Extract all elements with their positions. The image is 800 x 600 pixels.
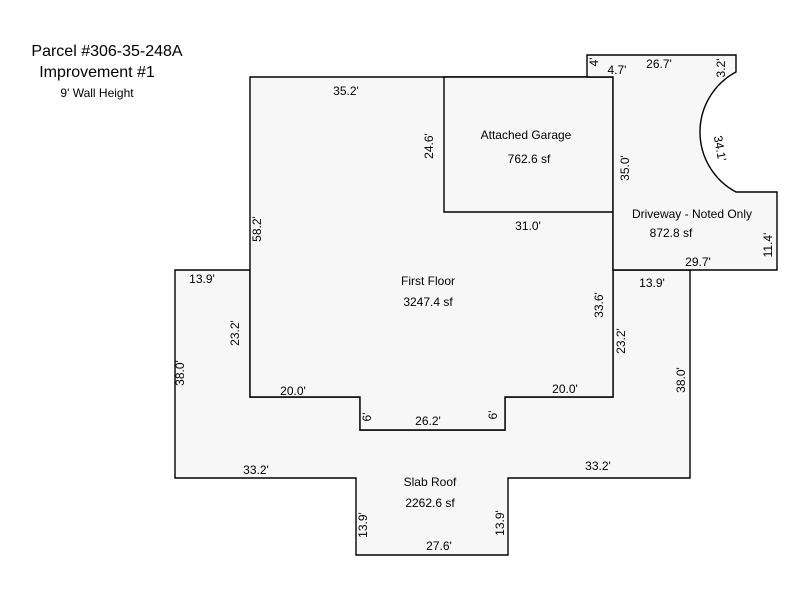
dim-drive-29-7: 29.7' xyxy=(685,255,711,269)
dim-ff-bottom-right: 20.0' xyxy=(552,382,578,396)
dim-ff-notch-left: 6' xyxy=(360,413,374,422)
dim-garage-bottom: 31.0' xyxy=(515,219,541,233)
slab-roof-area: 2262.6 sf xyxy=(405,496,455,510)
dim-garage-left: 24.6' xyxy=(422,133,436,159)
dim-slab-inner-left: 23.2' xyxy=(228,320,242,346)
dim-slab-bottom: 27.6' xyxy=(426,539,452,553)
dim-ff-right: 33.6' xyxy=(592,292,606,318)
first-floor-area: 3247.4 sf xyxy=(403,295,453,309)
slab-roof-name: Slab Roof xyxy=(404,475,457,489)
dim-drive-11-4: 11.4' xyxy=(761,233,775,258)
dim-slab-inner-right: 23.2' xyxy=(614,328,628,354)
dim-slab-stem-right: 13.9' xyxy=(493,510,507,536)
dim-ff-bottom-left: 20.0' xyxy=(280,384,306,398)
dim-slab-stem-left: 13.9' xyxy=(356,512,370,538)
dim-drive-arc: 34.1' xyxy=(711,134,729,162)
garage-area: 762.6 sf xyxy=(508,152,551,166)
driveway-area: 872.8 sf xyxy=(650,226,693,240)
driveway-name: Driveway - Noted Only xyxy=(632,207,752,221)
dim-garage-right: 35.0' xyxy=(618,155,632,181)
dim-drive-4: 4' xyxy=(587,58,601,67)
dim-ff-top: 35.2' xyxy=(333,84,359,98)
first-floor-name: First Floor xyxy=(401,274,455,288)
dim-ff-notch-right: 6' xyxy=(486,411,500,420)
dim-slab-top-right: 13.9' xyxy=(639,276,665,290)
driveway-outline[interactable] xyxy=(586,54,778,271)
dim-ff-bottom: 26.2' xyxy=(415,414,441,428)
dim-slab-left: 38.0' xyxy=(173,360,187,386)
improvement-title: Improvement #1 xyxy=(39,64,155,81)
dim-drive-4-7: 4.7' xyxy=(608,63,627,77)
attached-garage-outline[interactable] xyxy=(443,76,614,213)
garage-name: Attached Garage xyxy=(481,128,572,142)
dim-slab-top-left: 13.9' xyxy=(189,272,215,286)
dim-ff-left: 58.2' xyxy=(250,216,264,242)
wall-height-label: 9' Wall Height xyxy=(60,86,134,100)
dim-drive-26-7: 26.7' xyxy=(646,57,672,71)
parcel-title: Parcel #306-35-248A xyxy=(31,43,183,60)
dim-slab-bottom-right: 33.2' xyxy=(585,459,611,473)
dim-drive-3-2: 3.2' xyxy=(714,59,728,78)
dim-slab-bottom-left: 33.2' xyxy=(243,463,269,477)
dim-slab-right: 38.0' xyxy=(674,367,688,393)
